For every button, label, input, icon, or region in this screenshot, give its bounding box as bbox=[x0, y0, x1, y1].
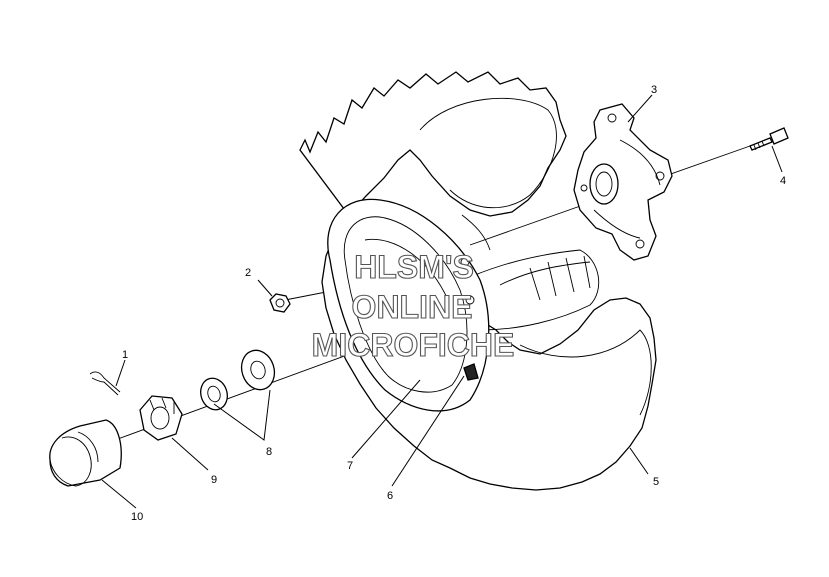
watermark-line-1: HLSM'S bbox=[354, 249, 474, 285]
callout-6: 6 bbox=[387, 490, 393, 502]
valve-stem bbox=[463, 363, 479, 381]
rim bbox=[327, 198, 490, 412]
hub bbox=[573, 103, 673, 261]
callout-5: 5 bbox=[653, 476, 659, 488]
bolt bbox=[749, 127, 789, 151]
callout-9: 9 bbox=[211, 474, 217, 486]
cotter-pin bbox=[89, 371, 121, 396]
washers bbox=[200, 349, 276, 411]
lug-nut bbox=[269, 293, 291, 313]
callout-3: 3 bbox=[651, 84, 657, 96]
callout-10: 10 bbox=[131, 511, 143, 523]
leader-lines bbox=[101, 94, 783, 509]
watermark: HLSM'S ONLINE MICROFICHE bbox=[311, 248, 515, 363]
callout-labels: 1 2 3 4 5 6 7 8 9 10 bbox=[122, 84, 786, 523]
callout-1: 1 bbox=[122, 349, 128, 361]
callout-7: 7 bbox=[347, 460, 353, 472]
axle-nut bbox=[139, 395, 183, 441]
watermark-line-2: ONLINE bbox=[352, 289, 473, 325]
watermark-line-3: MICROFICHE bbox=[312, 327, 515, 363]
dust-cap bbox=[49, 419, 122, 487]
callout-2: 2 bbox=[245, 267, 251, 279]
callout-8: 8 bbox=[266, 446, 272, 458]
callout-4: 4 bbox=[780, 175, 786, 187]
